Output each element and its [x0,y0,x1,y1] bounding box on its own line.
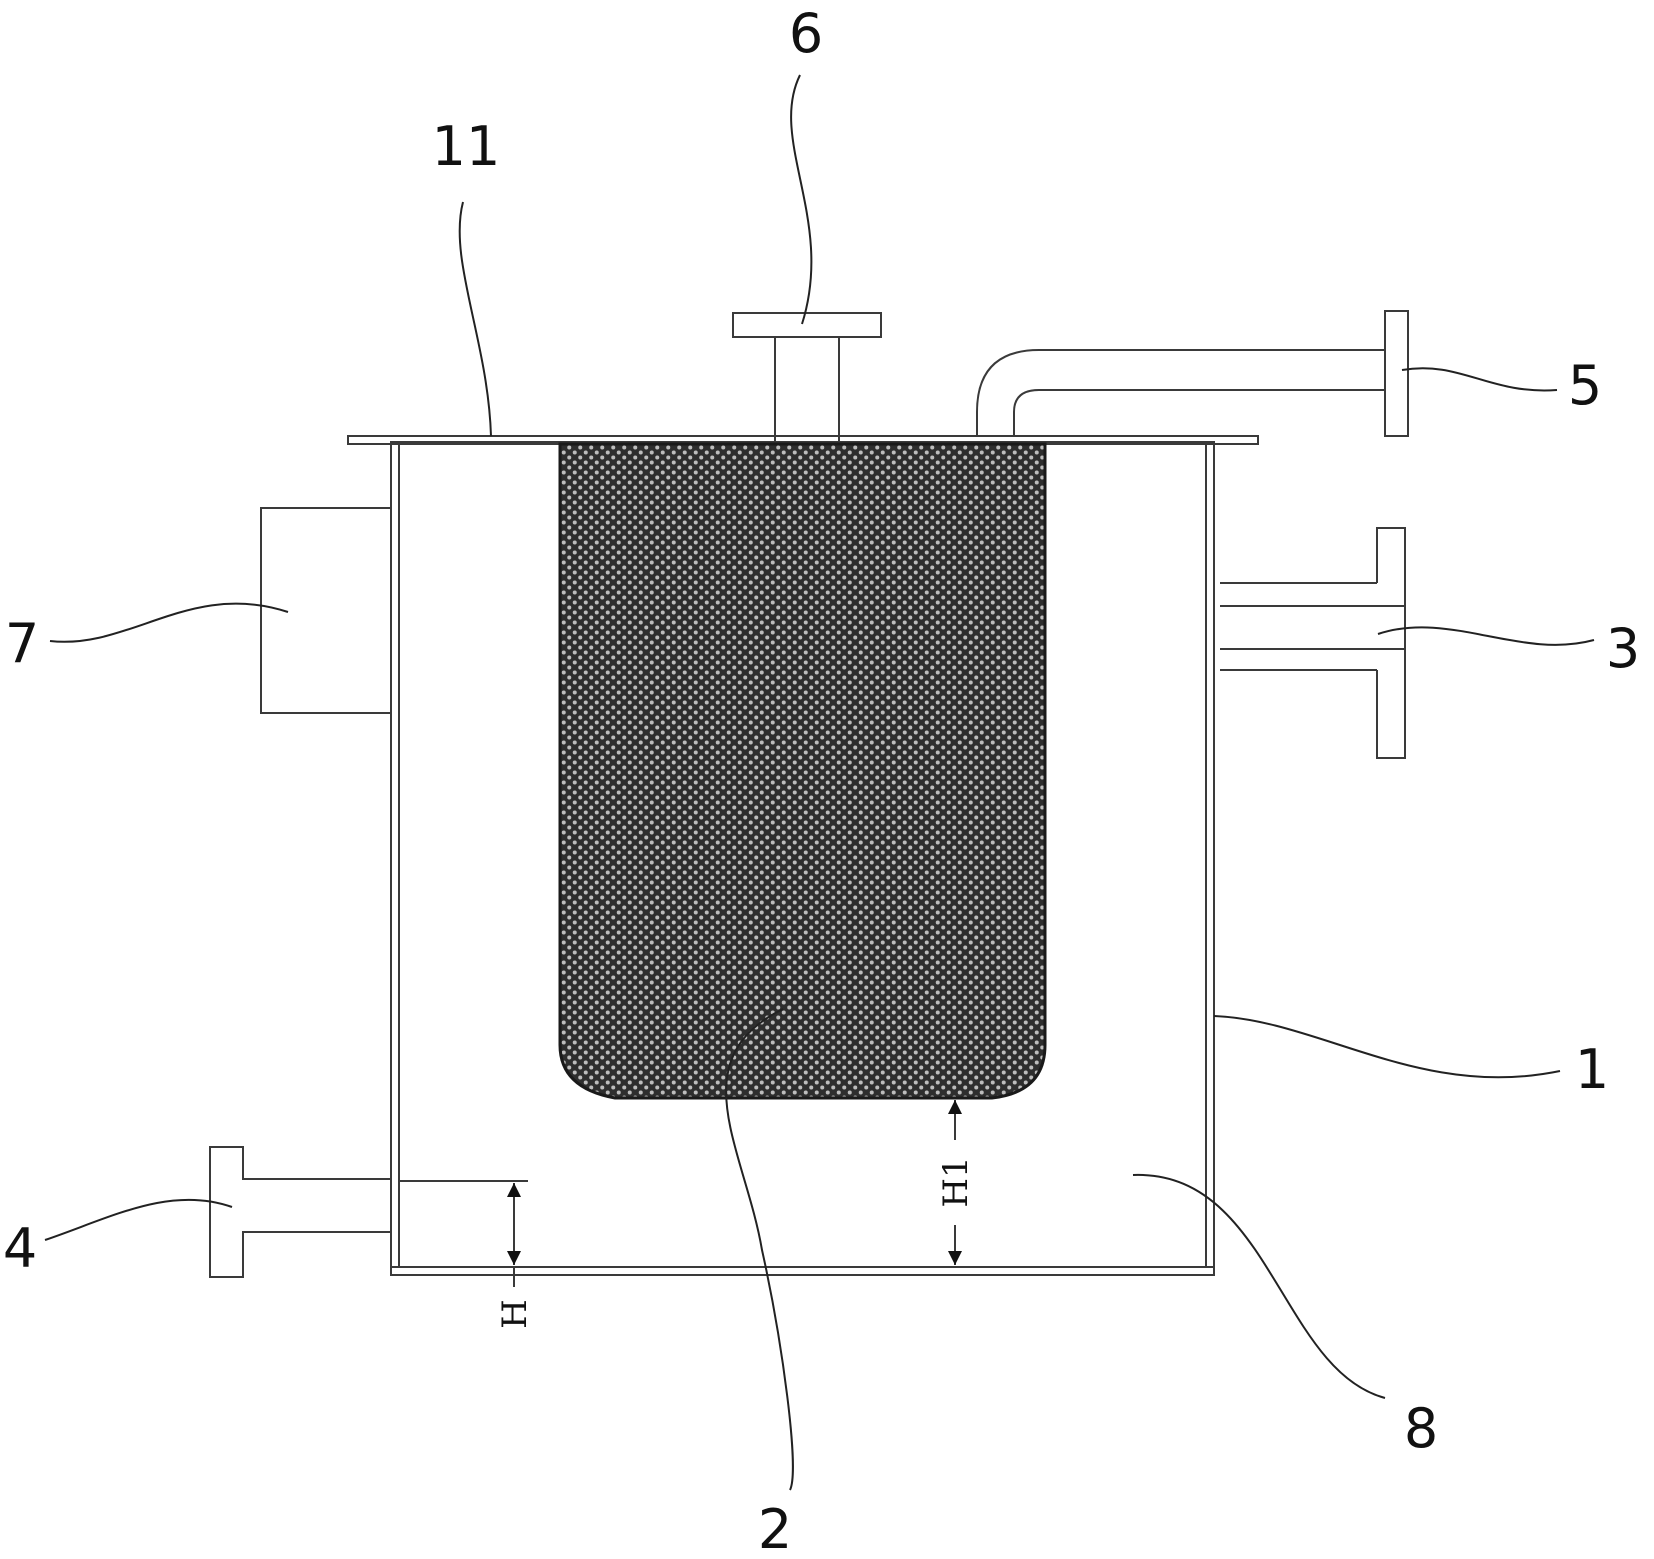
label-5: 5 [1568,354,1602,417]
part-labels: 11 6 5 3 7 4 1 8 2 [3,2,1640,1559]
drain-port [209,1146,391,1278]
leader-2 [725,1008,794,1491]
dimension-h1: H1 [936,1100,976,1265]
side-inlet-port [1220,527,1406,759]
top-vent-port [732,312,882,442]
leader-3 [1377,626,1595,646]
leader-8 [1132,1173,1386,1399]
dimension-h: H [399,1180,535,1329]
leader-6 [790,74,813,325]
vessel-body [390,441,1215,1276]
label-1: 1 [1575,1038,1609,1101]
filter-basket [558,442,1047,1100]
dim-h1-label: H1 [936,1156,976,1207]
leader-lines [44,74,1595,1491]
label-6: 6 [789,2,823,65]
label-2: 2 [758,1498,792,1559]
label-7: 7 [5,612,39,675]
side-box [260,507,391,714]
leader-7 [49,602,289,643]
leader-1 [1213,1015,1561,1079]
label-3: 3 [1606,617,1640,680]
outlet-elbow-pipe [976,310,1409,437]
label-11: 11 [432,115,501,178]
dim-h-label: H [495,1299,535,1329]
leader-11 [458,201,492,437]
leader-5 [1401,367,1558,392]
label-4: 4 [3,1217,37,1280]
leader-4 [44,1198,233,1241]
label-8: 8 [1404,1397,1438,1460]
